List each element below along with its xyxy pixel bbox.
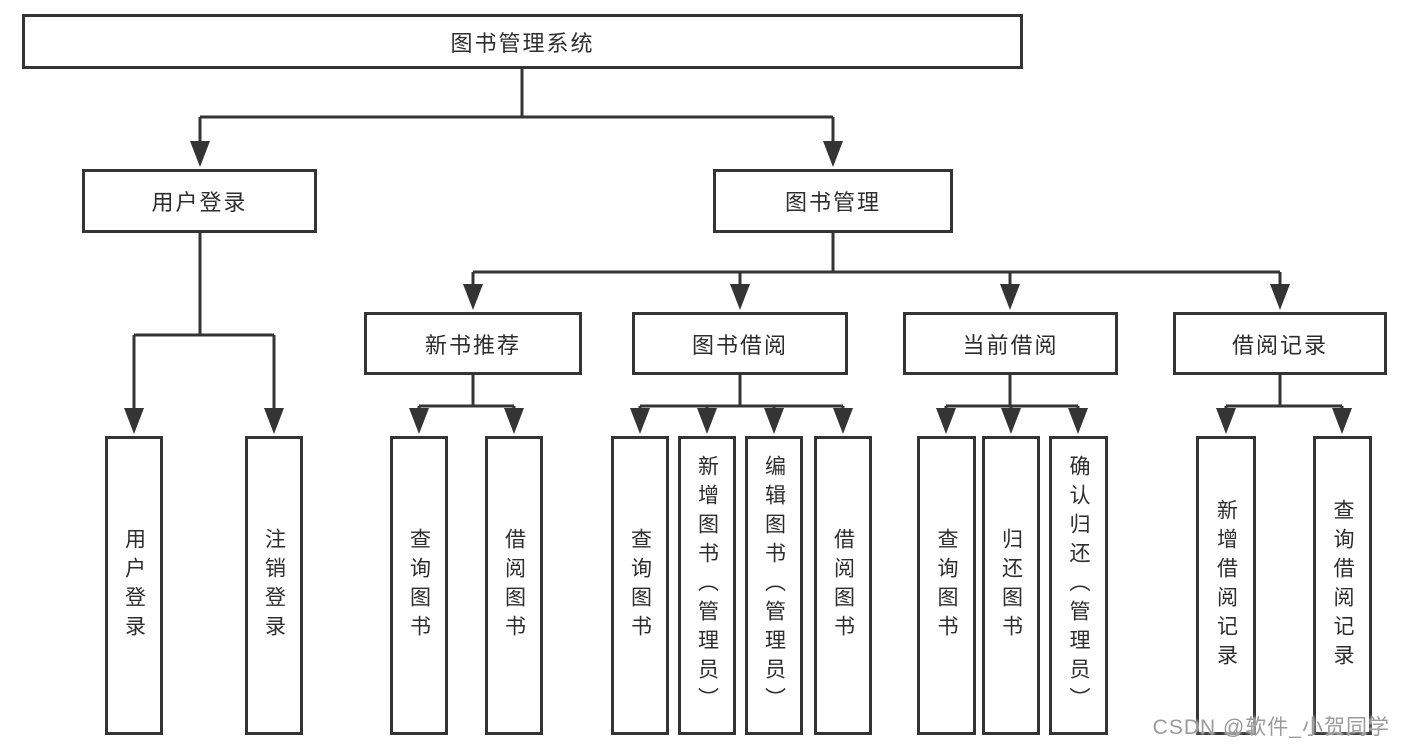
arrowhead-icon <box>264 408 284 434</box>
arrowhead-icon <box>1000 284 1020 310</box>
arrowhead-icon <box>764 408 784 434</box>
arrowhead-icon <box>936 408 956 434</box>
leaf-borrow-books-borrowing: 借阅图书 <box>814 436 872 735</box>
node-new-book-recommend: 新书推荐 <box>364 312 582 375</box>
leaf-add-books-admin: 新增图书（管理员） <box>678 436 736 735</box>
arrowhead-icon <box>1068 408 1088 434</box>
arrowhead-icon <box>504 408 524 434</box>
leaf-query-books-borrowing: 查询图书 <box>611 436 669 735</box>
arrowhead-icon <box>124 408 144 434</box>
arrowhead-icon <box>697 408 717 434</box>
node-book-management: 图书管理 <box>713 169 953 233</box>
arrowhead-icon <box>630 408 650 434</box>
arrowhead-icon <box>409 408 429 434</box>
leaf-query-books-newbook: 查询图书 <box>390 436 448 735</box>
leaf-query-borrow-record: 查询借阅记录 <box>1313 436 1372 735</box>
arrowhead-icon <box>1001 408 1021 434</box>
node-current-borrowing: 当前借阅 <box>903 312 1118 375</box>
leaf-add-borrow-record: 新增借阅记录 <box>1196 436 1256 735</box>
leaf-return-books: 归还图书 <box>982 436 1040 735</box>
leaf-confirm-return-admin: 确认归还（管理员） <box>1049 436 1108 735</box>
node-borrowing-records: 借阅记录 <box>1173 312 1387 375</box>
leaf-edit-books-admin: 编辑图书（管理员） <box>745 436 803 735</box>
node-root: 图书管理系统 <box>22 14 1023 69</box>
arrowhead-icon <box>833 408 853 434</box>
leaf-user-login: 用户登录 <box>105 436 163 735</box>
arrowhead-icon <box>1332 408 1352 434</box>
arrowhead-icon <box>1216 408 1236 434</box>
arrowhead-icon <box>730 284 750 310</box>
arrowhead-icon <box>1270 284 1290 310</box>
leaf-query-books-current: 查询图书 <box>917 436 976 735</box>
arrowhead-icon <box>823 141 843 167</box>
node-book-borrowing: 图书借阅 <box>632 312 848 375</box>
leaf-logout: 注销登录 <box>245 436 303 735</box>
leaf-borrow-books-newbook: 借阅图书 <box>485 436 543 735</box>
arrowhead-icon <box>190 141 210 167</box>
arrowhead-icon <box>463 284 483 310</box>
node-user-login: 用户登录 <box>82 169 317 233</box>
watermark: CSDN @软件_小贺同学 <box>1152 716 1390 739</box>
